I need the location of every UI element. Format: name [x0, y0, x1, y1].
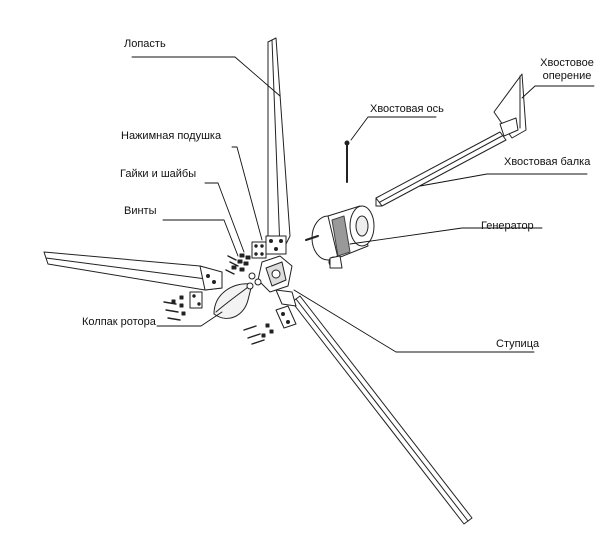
- label-nuts-washers: Гайки и шайбы: [120, 168, 197, 180]
- label-screws: Винты: [124, 205, 157, 217]
- lower-nuts: [261, 323, 274, 338]
- label-generator: Генератор: [481, 220, 534, 232]
- leader-lines: [131, 56, 595, 353]
- label-tail-fin-line2: оперение: [542, 70, 592, 82]
- generator: [305, 205, 375, 269]
- screws: [163, 255, 265, 345]
- left-blade-plate: [171, 291, 203, 316]
- tail-axis-pin: [344, 140, 350, 183]
- upper-blade: [265, 37, 291, 255]
- hub: [257, 255, 297, 307]
- tail-fin: [493, 73, 527, 139]
- label-tail-axis: Хвостовая ось: [370, 103, 444, 115]
- tail-boom: [375, 131, 507, 207]
- left-blade: [43, 251, 223, 291]
- label-hub: Ступица: [496, 338, 540, 350]
- pressure-pad: [251, 241, 267, 259]
- label-rotor-cap: Колпак ротора: [82, 316, 156, 328]
- label-blade: Лопасть: [124, 38, 166, 50]
- nuts-and-washers: [231, 253, 262, 290]
- label-tail-fin-line1: Хвостовое: [540, 57, 594, 69]
- label-tail-boom: Хвостовая балка: [504, 156, 591, 168]
- lower-right-blade: [275, 295, 473, 525]
- label-pressure-pad: Нажимная подушка: [121, 130, 222, 142]
